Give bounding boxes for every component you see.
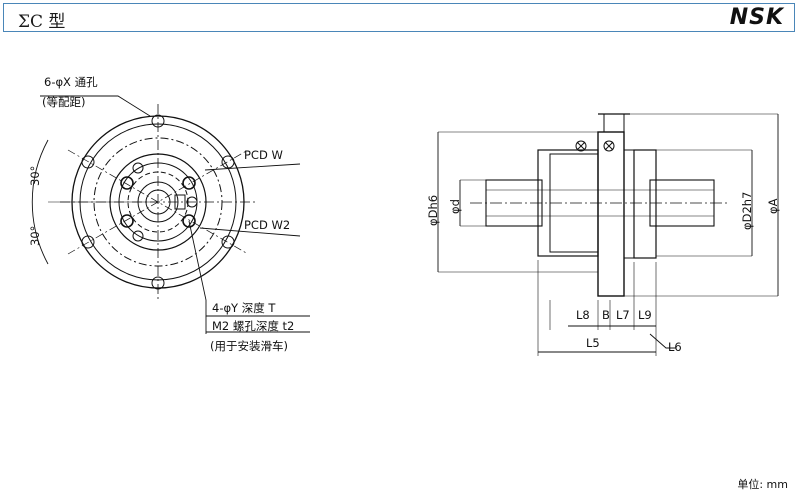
tapped-m2-label: M2 螺孔深度 t2 [212, 319, 295, 333]
header-bar: ΣC 型 NSK [3, 3, 795, 32]
len-l8-label: L8 [576, 308, 590, 322]
angle-bottom-label: 30° [28, 225, 42, 246]
nsk-logo: NSK [729, 5, 784, 30]
tapped-y-label: 4-φY 深度 T [212, 301, 276, 315]
unit-label: 单位: mm [737, 478, 788, 491]
equal-spacing-label: (等配距) [42, 95, 86, 109]
len-l9-label: L9 [638, 308, 652, 322]
len-l6-label: L6 [668, 340, 682, 354]
pcd-w2-label: PCD W2 [244, 218, 291, 232]
dia-d-label: φd [448, 199, 462, 214]
len-l7-label: L7 [616, 308, 630, 322]
angle-top-label: 30° [28, 165, 42, 186]
len-b-label: B [602, 308, 610, 322]
page-title: ΣC 型 [18, 12, 66, 32]
tapped-note-label: (用于安装滑车) [210, 339, 288, 353]
dia-d2h7-label: φD2h7 [740, 191, 754, 230]
thru-hole-label: 6-φX 通孔 [44, 75, 98, 89]
dia-dn6-label: φDh6 [426, 194, 440, 226]
pcd-w-label: PCD W [244, 148, 283, 162]
side-view-assembly [437, 113, 779, 356]
dia-a-label: φA [766, 198, 780, 214]
len-l5-label: L5 [586, 336, 600, 350]
